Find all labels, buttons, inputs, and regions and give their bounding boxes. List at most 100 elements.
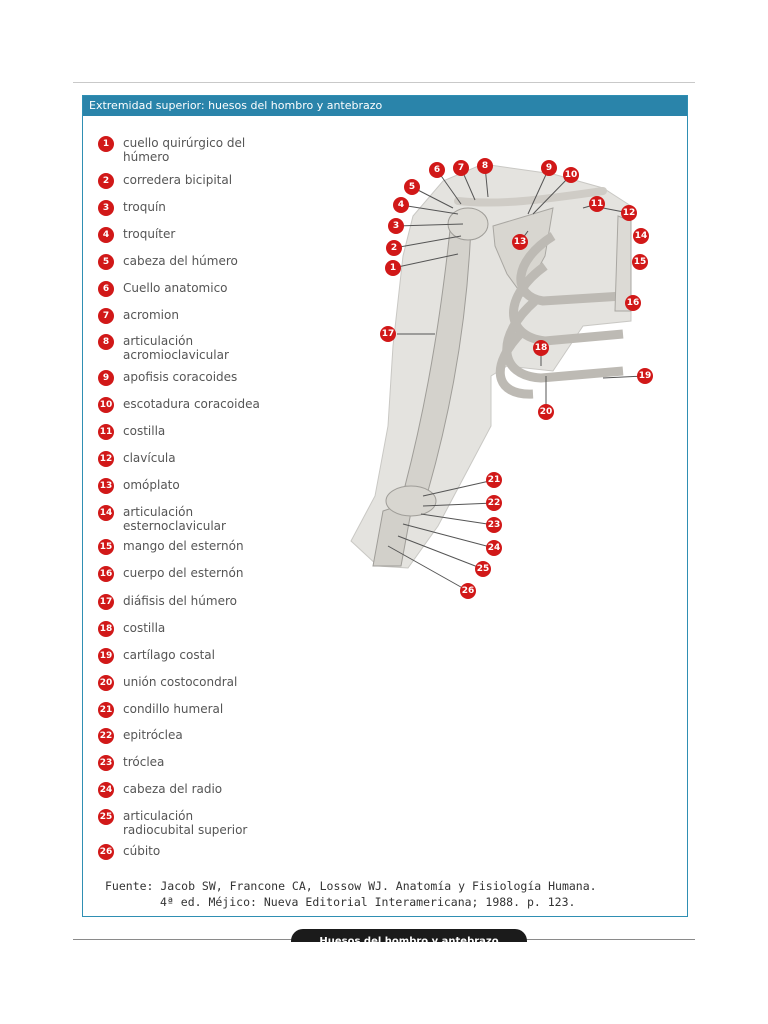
number-badge: 20 xyxy=(98,675,114,691)
legend-item: 18 costilla xyxy=(98,621,165,637)
legend-item: 15 mango del esternón xyxy=(98,539,244,555)
legend-label: apofisis coracoides xyxy=(123,370,238,384)
svg-text:20: 20 xyxy=(540,407,553,417)
callout-4: 4 xyxy=(393,197,409,213)
svg-text:6: 6 xyxy=(434,165,440,175)
legend-label: cúbito xyxy=(123,844,161,858)
number-badge: 21 xyxy=(98,702,114,718)
legend-label: acromion xyxy=(123,308,179,322)
number-badge: 11 xyxy=(98,424,114,440)
number-badge: 13 xyxy=(98,478,114,494)
elbow-shape xyxy=(385,485,437,517)
legend-item: 2 corredera bicipital xyxy=(98,173,232,189)
number-badge: 14 xyxy=(98,505,114,521)
legend-item: 7 acromion xyxy=(98,308,179,324)
number-badge: 3 xyxy=(98,200,114,216)
figure-title: Extremidad superior: huesos del hombro y… xyxy=(83,96,687,116)
legend-label: cuello quirúrgico del húmero xyxy=(123,136,246,164)
legend-label: escotadura coracoidea xyxy=(123,397,260,411)
source-line-1: Fuente: Jacob SW, Francone CA, Lossow WJ… xyxy=(105,879,597,893)
number-badge: 4 xyxy=(98,227,114,243)
svg-text:15: 15 xyxy=(634,257,647,267)
legend-label: costilla xyxy=(123,621,166,635)
number-badge: 22 xyxy=(98,728,114,744)
legend-label: unión costocondral xyxy=(123,675,238,689)
legend-label: mango del esternón xyxy=(123,539,244,553)
callout-23: 23 xyxy=(486,517,502,533)
legend-label: cartílago costal xyxy=(123,648,215,662)
legend-label: Cuello anatomico xyxy=(123,281,228,295)
callout-9: 9 xyxy=(541,160,557,176)
legend-item: 6 Cuello anatomico xyxy=(98,281,228,297)
callout-2: 2 xyxy=(386,240,402,256)
legend-item: 11 costilla xyxy=(98,424,165,440)
legend-label: costilla xyxy=(123,424,166,438)
number-badge: 9 xyxy=(98,370,114,386)
number-badge: 26 xyxy=(98,844,114,860)
svg-text:5: 5 xyxy=(409,182,415,192)
svg-text:10: 10 xyxy=(565,170,578,180)
legend-label: troquíter xyxy=(123,227,176,241)
legend-item: 9 apofisis coracoides xyxy=(98,370,237,386)
number-badge: 15 xyxy=(98,539,114,555)
svg-text:3: 3 xyxy=(393,221,399,231)
callout-15: 15 xyxy=(632,254,648,270)
callout-6: 6 xyxy=(429,162,445,178)
legend-item: 4 troquíter xyxy=(98,227,175,243)
anatomy-figure: Extremidad superior: huesos del hombro y… xyxy=(82,95,688,917)
legend-label: tróclea xyxy=(123,755,165,769)
callout-22: 22 xyxy=(486,495,502,511)
callout-13: 13 xyxy=(512,234,528,250)
legend-label: troquín xyxy=(123,200,166,214)
callout-18: 18 xyxy=(533,340,549,356)
svg-text:16: 16 xyxy=(627,298,640,308)
callout-12: 12 xyxy=(621,205,637,221)
legend-label: articulación esternoclavicular xyxy=(123,505,226,533)
svg-text:7: 7 xyxy=(458,163,464,173)
legend-label: corredera bicipital xyxy=(123,173,233,187)
number-badge: 25 xyxy=(98,809,114,825)
svg-text:14: 14 xyxy=(635,231,648,241)
svg-text:1: 1 xyxy=(390,263,396,273)
svg-text:21: 21 xyxy=(488,475,501,485)
callout-8: 8 xyxy=(477,158,493,174)
legend-item: 20 unión costocondral xyxy=(98,675,237,691)
arm-bone-illustration: 1 2 3 4 5 6 7 8 9 10 11 12 13 14 15 16 1… xyxy=(350,158,653,599)
callout-16: 16 xyxy=(625,295,641,311)
legend-label: cuerpo del esternón xyxy=(123,566,244,580)
number-badge: 18 xyxy=(98,621,114,637)
legend-item: 3 troquín xyxy=(98,200,166,216)
number-badge: 6 xyxy=(98,281,114,297)
legend-label: cabeza del radio xyxy=(123,782,223,796)
caption-tab[interactable]: Huesos del hombro y antebrazo xyxy=(291,929,527,942)
callout-10: 10 xyxy=(563,167,579,183)
number-badge: 2 xyxy=(98,173,114,189)
number-badge: 7 xyxy=(98,308,114,324)
callout-7: 7 xyxy=(453,160,469,176)
svg-text:24: 24 xyxy=(488,543,501,553)
callout-3: 3 xyxy=(388,218,404,234)
legend-label: articulación radiocubital superior xyxy=(123,809,248,837)
callout-19: 19 xyxy=(637,368,653,384)
number-badge: 10 xyxy=(98,397,114,413)
svg-text:18: 18 xyxy=(535,343,548,353)
rib-cage xyxy=(495,232,624,399)
callout-14: 14 xyxy=(633,228,649,244)
legend-item: 25 articulación radiocubital superior xyxy=(98,809,247,837)
svg-text:11: 11 xyxy=(591,199,604,209)
svg-text:22: 22 xyxy=(488,498,501,508)
clavicle-shape xyxy=(454,187,607,207)
legend-label: cabeza del húmero xyxy=(123,254,238,268)
number-badge: 8 xyxy=(98,334,114,350)
legend-item: 26 cúbito xyxy=(98,844,160,860)
legend-label: clavícula xyxy=(123,451,176,465)
